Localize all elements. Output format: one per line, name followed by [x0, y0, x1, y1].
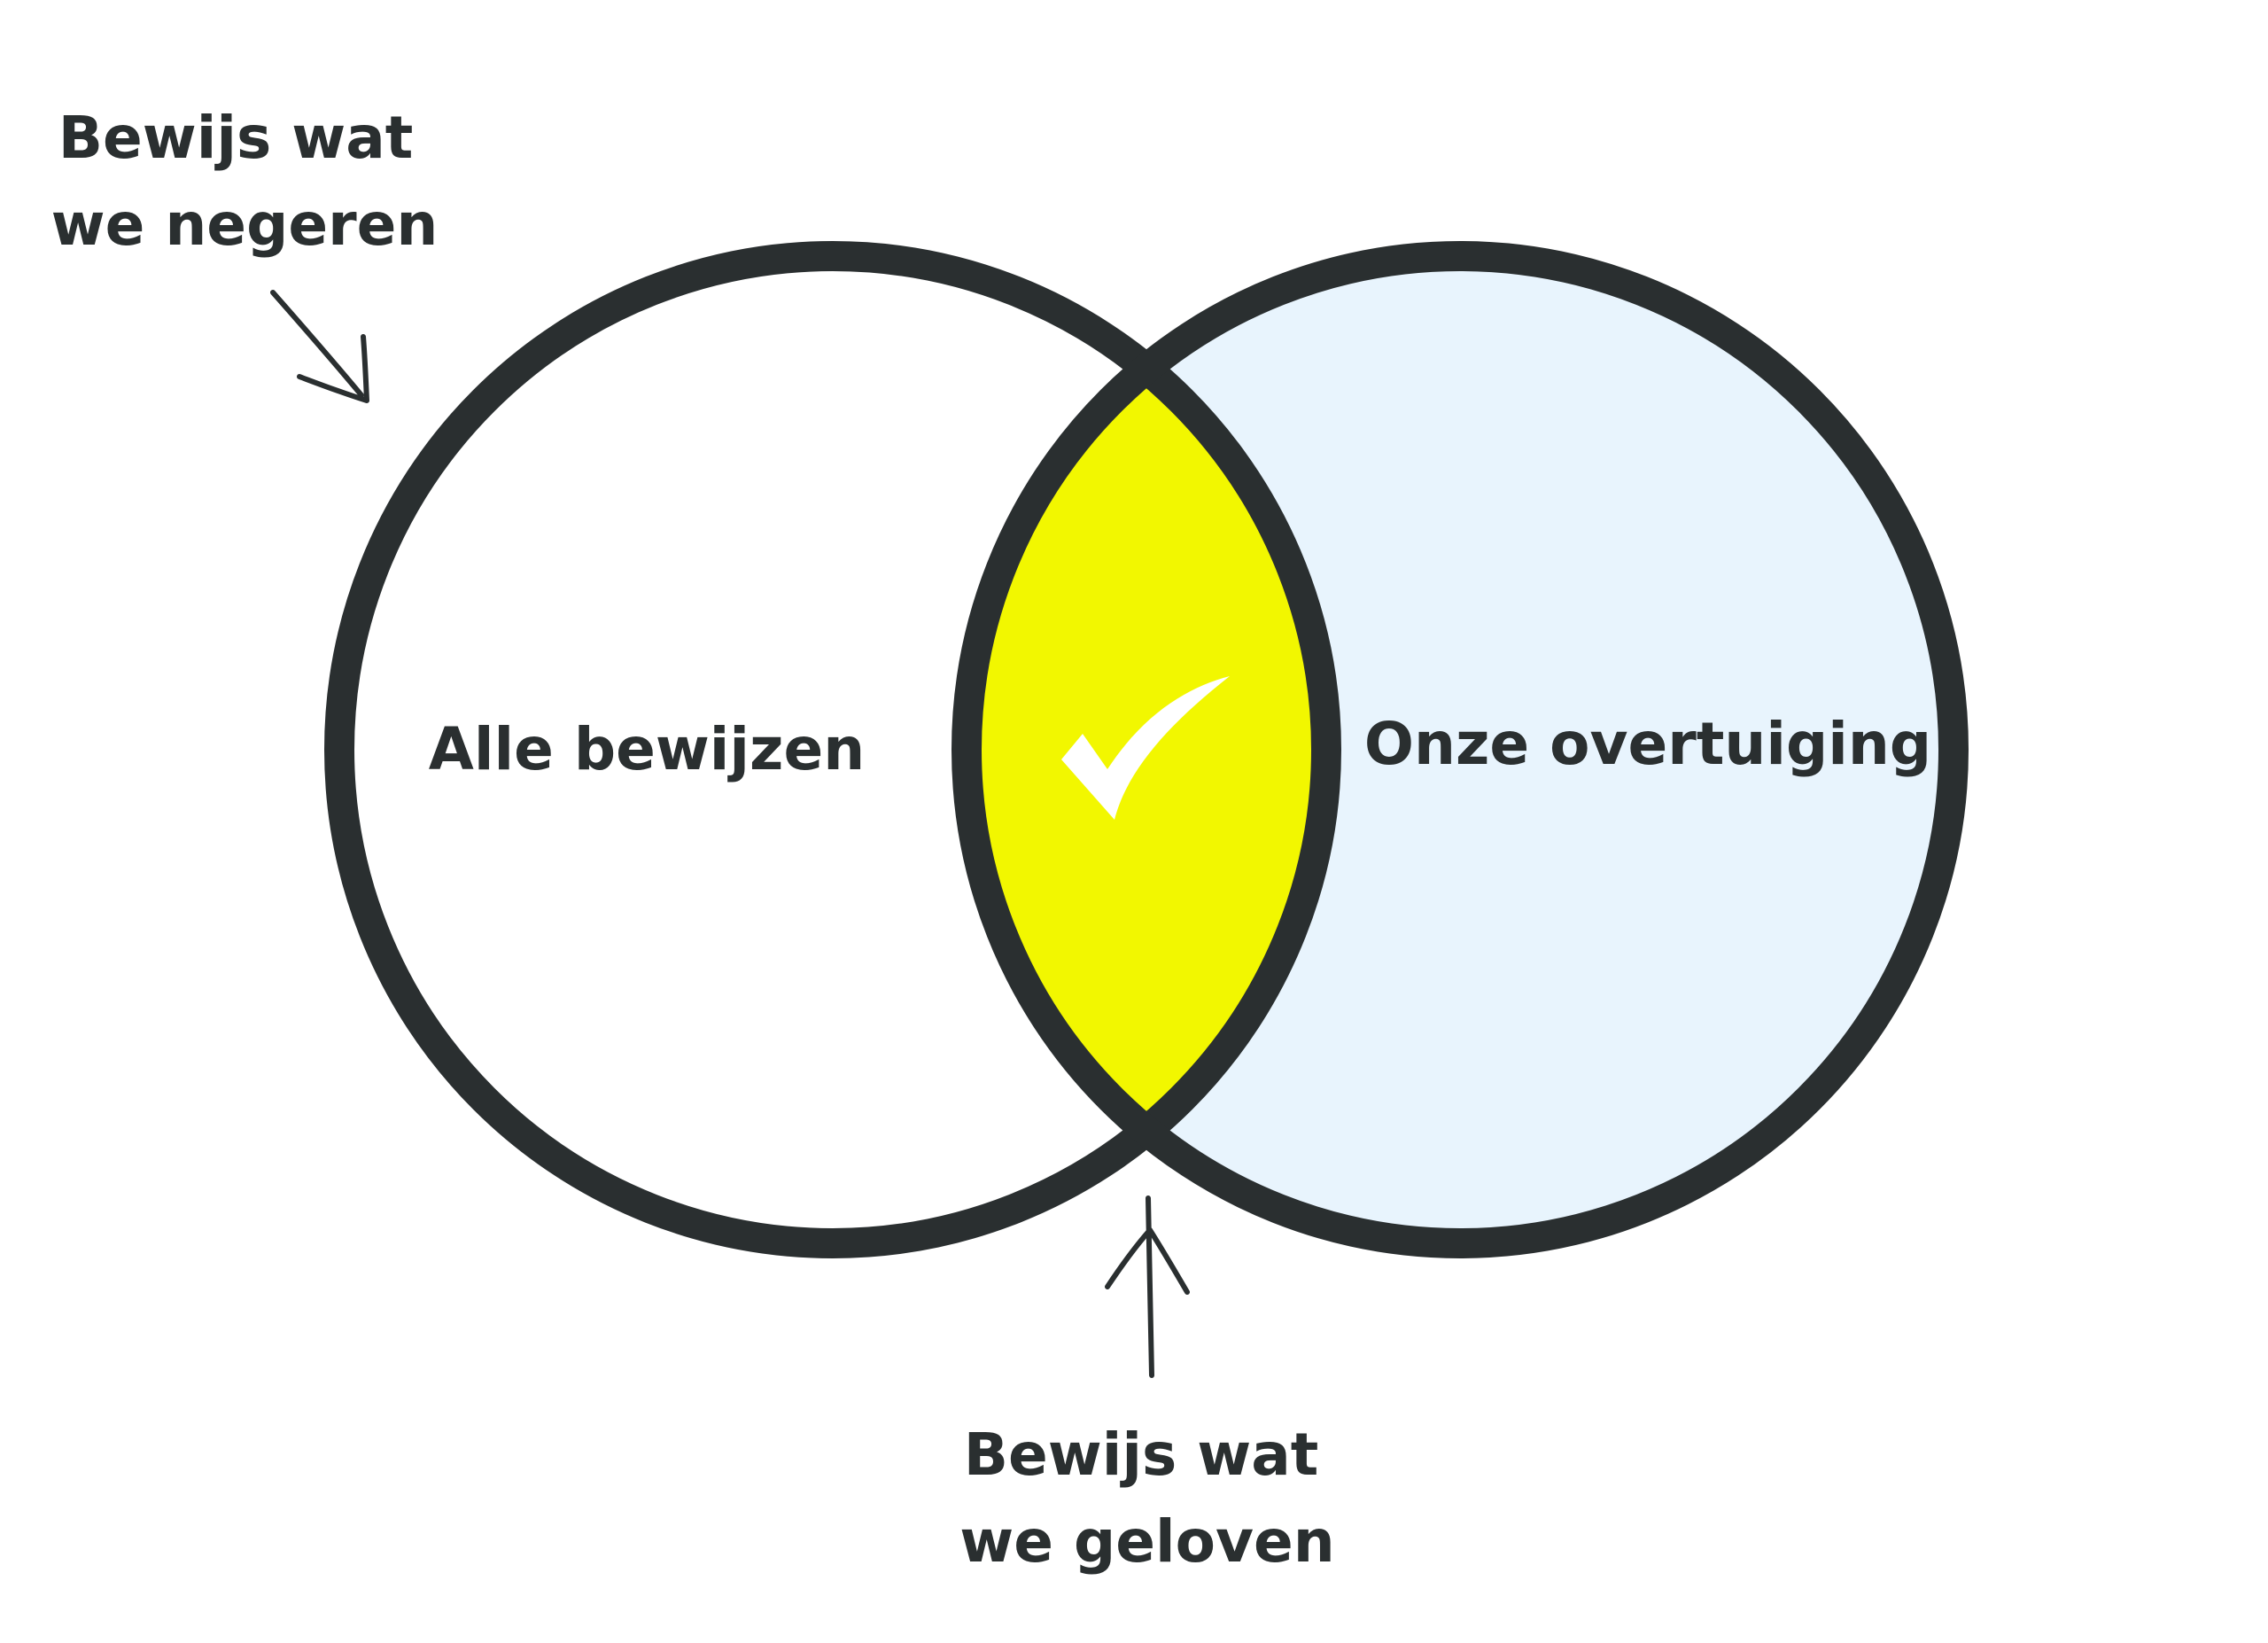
checkmark-icon	[1061, 676, 1230, 820]
annotation-believed-line1: Bewijs wat	[964, 1421, 1319, 1489]
left-circle-label: Alle bewijzen	[429, 715, 865, 783]
arrow-down-right-icon	[270, 290, 369, 403]
left-circle	[324, 241, 1341, 1258]
right-circle	[951, 241, 1969, 1258]
arrow-up-icon	[1105, 1195, 1190, 1378]
overlap-region	[967, 256, 1326, 1243]
annotation-ignored-line2: we negeren	[51, 191, 439, 259]
right-circle-label: Onze overtuiging	[1364, 710, 1931, 778]
annotation-ignored-line1: Bewijs wat	[58, 104, 414, 172]
annotation-believed-line2: we geloven	[959, 1507, 1334, 1576]
